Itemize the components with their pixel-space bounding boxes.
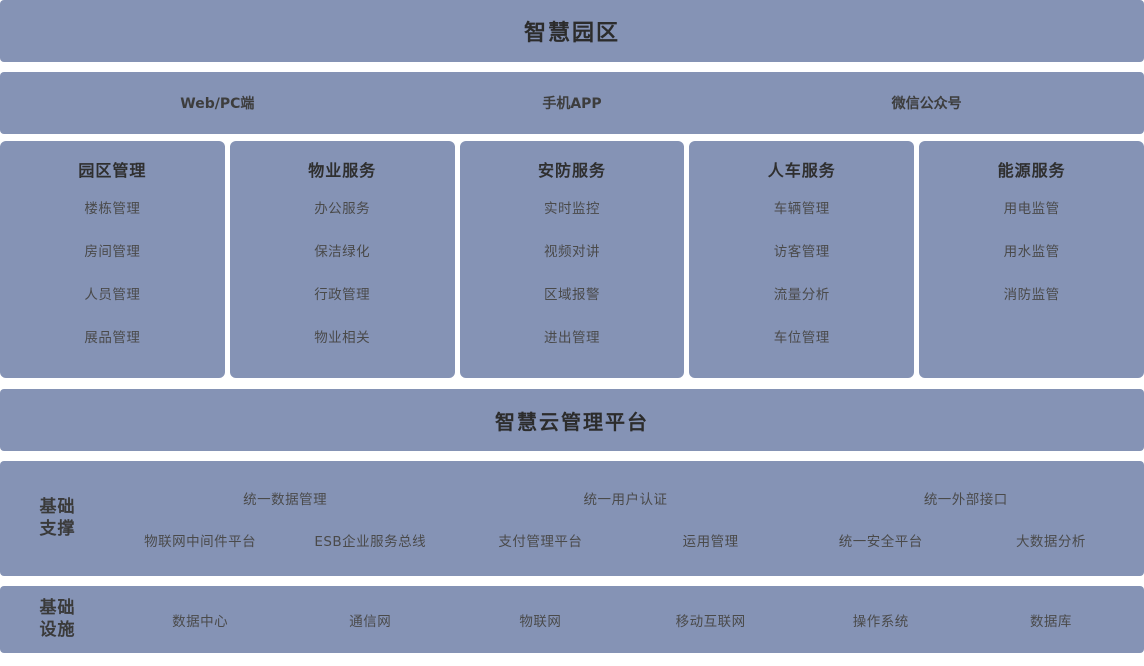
- module-item[interactable]: 行政管理: [314, 287, 371, 303]
- module-item[interactable]: 物业相关: [314, 330, 371, 346]
- infrastructure-layer-band: 基础设施 数据中心 通信网 物联网 移动互联网 操作系统 数据库: [0, 586, 1144, 653]
- module-card-title: 园区管理: [78, 161, 147, 180]
- channel-item-wechat-official-account[interactable]: 微信公众号: [891, 96, 962, 112]
- infrastructure-layer-label: 基础设施: [39, 598, 76, 640]
- module-card-item-list: 办公服务 保洁绿化 行政管理 物业相关: [230, 197, 455, 369]
- channel-item-web-pc[interactable]: Web/PC端: [180, 96, 255, 112]
- module-card-title: 能源服务: [997, 161, 1066, 180]
- support-item-iot-middleware-platform[interactable]: 物联网中间件平台: [144, 533, 257, 550]
- channel-item-mobile-app[interactable]: 手机APP: [542, 96, 602, 112]
- infrastructure-item-iot[interactable]: 物联网: [519, 613, 562, 630]
- support-item-big-data-analytics[interactable]: 大数据分析: [1015, 533, 1086, 550]
- module-item[interactable]: 实时监控: [543, 201, 600, 217]
- support-item-unified-user-authentication[interactable]: 统一用户认证: [583, 491, 668, 508]
- module-card-item-list: 用电监管 用水监管 消防监管: [919, 197, 1144, 326]
- module-item[interactable]: 区域报警: [543, 287, 600, 303]
- module-card-title: 物业服务: [308, 161, 377, 180]
- module-card-security-service[interactable]: 安防服务 实时监控 视频对讲 区域报警 进出管理: [459, 141, 685, 378]
- infrastructure-item-database[interactable]: 数据库: [1029, 613, 1072, 630]
- support-top-row: 统一数据管理 统一用户认证 统一外部接口: [115, 488, 1136, 508]
- module-card-property-service[interactable]: 物业服务 办公服务 保洁绿化 行政管理 物业相关: [229, 141, 455, 378]
- module-item[interactable]: 房间管理: [84, 244, 141, 260]
- module-card-item-list: 楼栋管理 房间管理 人员管理 展品管理: [0, 197, 225, 369]
- cloud-platform-title: 智慧云管理平台: [495, 409, 649, 434]
- support-item-application-management[interactable]: 运用管理: [682, 533, 739, 550]
- infrastructure-item-operating-system[interactable]: 操作系统: [852, 613, 909, 630]
- infrastructure-layer-content: 数据中心 通信网 物联网 移动互联网 操作系统 数据库: [115, 586, 1144, 653]
- module-card-park-management[interactable]: 园区管理 楼栋管理 房间管理 人员管理 展品管理: [0, 141, 225, 378]
- module-item[interactable]: 楼栋管理: [84, 201, 141, 217]
- infrastructure-item-communication-network[interactable]: 通信网: [349, 613, 392, 630]
- support-item-esb-enterprise-service-bus[interactable]: ESB企业服务总线: [314, 533, 427, 550]
- module-item[interactable]: 视频对讲: [543, 244, 600, 260]
- support-layer-label: 基础支撑: [39, 497, 76, 539]
- module-item[interactable]: 车辆管理: [773, 201, 830, 217]
- module-card-title: 人车服务: [767, 161, 836, 180]
- page-title: 智慧园区: [523, 21, 620, 46]
- module-card-item-list: 实时监控 视频对讲 区域报警 进出管理: [460, 197, 685, 369]
- module-item[interactable]: 车位管理: [773, 330, 830, 346]
- support-layer-band: 基础支撑 统一数据管理 统一用户认证 统一外部接口 物联网中间件平台 ESB企业…: [0, 461, 1144, 576]
- module-item[interactable]: 保洁绿化: [314, 244, 371, 260]
- infrastructure-item-mobile-internet[interactable]: 移动互联网: [675, 613, 746, 630]
- support-layer-content: 统一数据管理 统一用户认证 统一外部接口 物联网中间件平台 ESB企业服务总线 …: [115, 461, 1144, 576]
- service-modules-row: 园区管理 楼栋管理 房间管理 人员管理 展品管理 物业服务 办公服务 保洁绿化 …: [0, 141, 1144, 378]
- module-card-item-list: 车辆管理 访客管理 流量分析 车位管理: [689, 197, 914, 369]
- module-item[interactable]: 消防监管: [1003, 287, 1060, 303]
- support-item-unified-data-management[interactable]: 统一数据管理: [243, 491, 328, 508]
- infrastructure-item-data-center[interactable]: 数据中心: [172, 613, 229, 630]
- module-item[interactable]: 用电监管: [1003, 201, 1060, 217]
- support-item-unified-security-platform[interactable]: 统一安全平台: [838, 533, 923, 550]
- access-channel-band: Web/PC端 手机APP 微信公众号: [0, 72, 1144, 134]
- module-card-energy-service[interactable]: 能源服务 用电监管 用水监管 消防监管: [919, 141, 1144, 378]
- cloud-platform-band: 智慧云管理平台: [0, 389, 1144, 451]
- module-item[interactable]: 人员管理: [84, 287, 141, 303]
- diagram-title-band: 智慧园区: [0, 0, 1144, 62]
- support-item-payment-management-platform[interactable]: 支付管理平台: [498, 533, 583, 550]
- support-bottom-row: 物联网中间件平台 ESB企业服务总线 支付管理平台 运用管理 统一安全平台 大数…: [115, 530, 1136, 550]
- module-card-title: 安防服务: [537, 161, 606, 180]
- module-item[interactable]: 访客管理: [773, 244, 830, 260]
- module-card-people-vehicle-service[interactable]: 人车服务 车辆管理 访客管理 流量分析 车位管理: [689, 141, 915, 378]
- module-item[interactable]: 办公服务: [314, 201, 371, 217]
- module-item[interactable]: 进出管理: [543, 330, 600, 346]
- support-item-unified-external-interface[interactable]: 统一外部接口: [923, 491, 1008, 508]
- module-item[interactable]: 用水监管: [1003, 244, 1060, 260]
- module-item[interactable]: 流量分析: [773, 287, 830, 303]
- module-item[interactable]: 展品管理: [84, 330, 141, 346]
